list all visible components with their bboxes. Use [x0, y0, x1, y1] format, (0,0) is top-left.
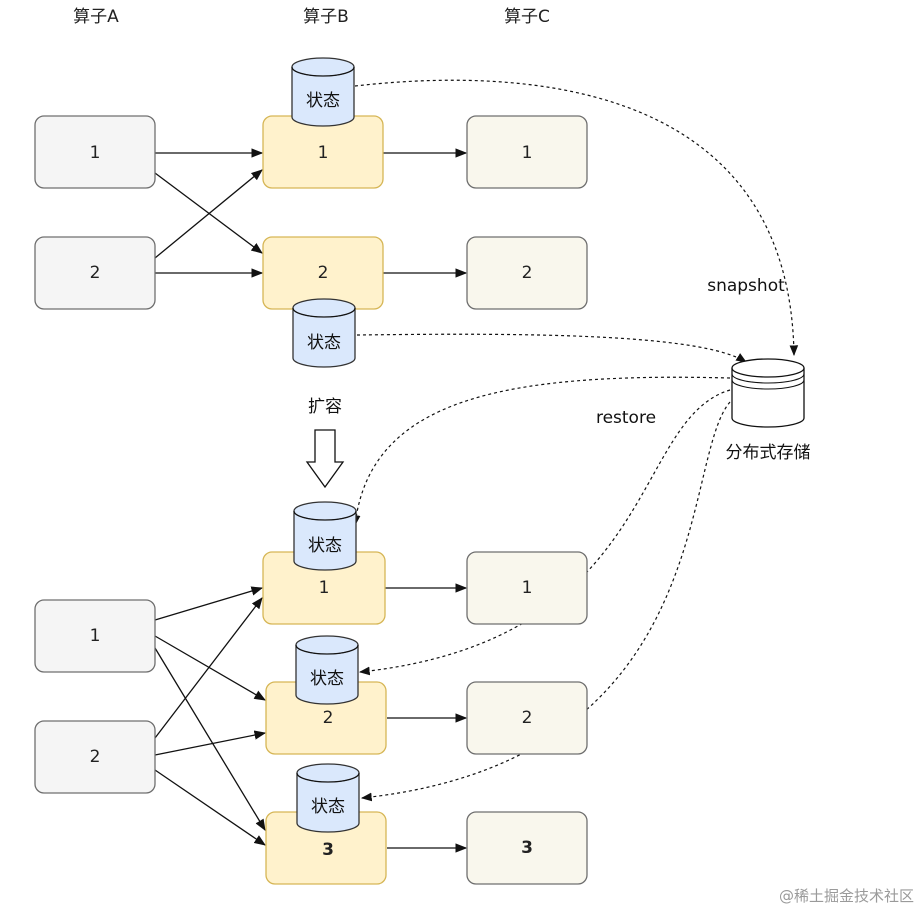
state-cylinder-bottom-1: 状态 [293, 501, 357, 571]
bottom-operator-c-2: 2 [466, 681, 588, 755]
state-cylinder-bottom-2: 状态 [295, 635, 359, 705]
box-label: 3 [521, 838, 533, 858]
restore-edge-3 [360, 401, 731, 802]
restore-edge-2 [358, 389, 731, 676]
state-label: 状态 [311, 797, 345, 817]
state-label: 状态 [306, 91, 340, 111]
edge-a2-b3-bottom [154, 769, 266, 846]
box-label: 3 [322, 840, 334, 860]
edge-a2-b1 [154, 169, 263, 259]
box-label: 1 [522, 578, 533, 598]
edge-a1-b1-bottom [154, 586, 264, 621]
box-label: 2 [90, 747, 101, 767]
box-label: 1 [90, 626, 101, 646]
top-operator-a-2: 2 [34, 236, 156, 310]
box-label: 2 [323, 708, 334, 728]
snapshot-label: snapshot [707, 276, 785, 296]
scale-out-label: 扩容 [308, 397, 342, 417]
edge-a1-b3-bottom [154, 647, 266, 832]
restore-edge-1 [351, 376, 731, 527]
box-label: 2 [318, 263, 329, 283]
box-label: 1 [522, 143, 533, 163]
edge-a1-b2 [154, 172, 263, 254]
top-operator-b-1: 1 [262, 115, 384, 189]
snapshot-edge-2 [356, 333, 747, 363]
state-label: 状态 [310, 669, 344, 689]
distributed-storage-cylinder [731, 358, 805, 428]
header-operator-a: 算子A [73, 7, 119, 27]
state-label: 状态 [307, 333, 341, 353]
state-cylinder-top-2: 状态 [292, 298, 356, 368]
scale-out-arrow-icon [305, 429, 345, 489]
bottom-operator-c-3: 3 [466, 811, 588, 885]
bottom-operator-c-1: 1 [466, 551, 588, 625]
box-label: 1 [319, 578, 330, 598]
bottom-operator-a-1: 1 [34, 599, 156, 673]
restore-label: restore [596, 408, 656, 428]
top-operator-a-1: 1 [34, 115, 156, 189]
storage-label: 分布式存储 [726, 443, 811, 463]
state-cylinder-top-1: 状态 [291, 57, 355, 127]
state-label: 状态 [308, 536, 342, 556]
box-label: 2 [90, 263, 101, 283]
box-label: 1 [90, 143, 101, 163]
header-operator-b: 算子B [303, 7, 349, 27]
top-operator-c-2: 2 [466, 236, 588, 310]
edge-a2-b1-bottom [154, 597, 263, 739]
header-operator-c: 算子C [504, 7, 550, 27]
box-label: 2 [522, 263, 533, 283]
top-operator-c-1: 1 [466, 115, 588, 189]
watermark-text: @稀土掘金技术社区 [779, 887, 914, 905]
bottom-operator-a-2: 2 [34, 720, 156, 794]
box-label: 1 [318, 143, 329, 163]
edge-a2-b2-bottom [154, 730, 267, 756]
top-operator-b-2: 2 [262, 236, 384, 310]
edge-a1-b2-bottom [154, 635, 267, 701]
state-cylinder-bottom-3: 状态 [296, 763, 360, 833]
box-label: 2 [522, 708, 533, 728]
